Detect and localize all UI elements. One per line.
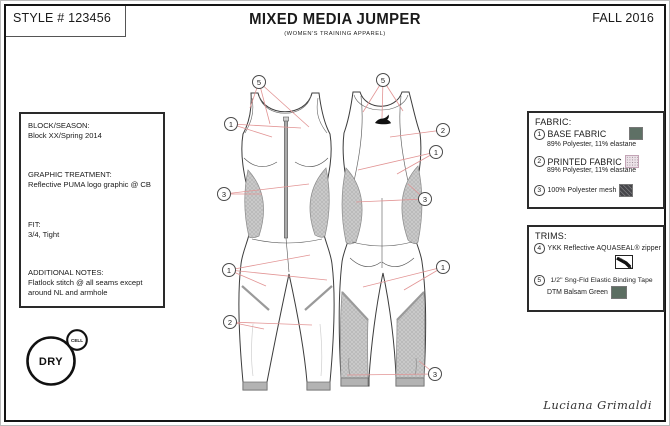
info-body: 3/4, Tight (28, 229, 60, 239)
info-section-graphic-treatment: GRAPHIC TREATMENT: Reflective PUMA logo … (28, 170, 158, 190)
style-number-box: STYLE # 123456 (6, 6, 126, 37)
info-heading: FIT: (28, 220, 41, 229)
page-border-frame: STYLE # 123456 MIXED MEDIA JUMPER (WOMEN… (4, 4, 666, 422)
trim-detail: DTM Balsam Green (547, 289, 608, 296)
page-subtitle: (WOMEN'S TRAINING APPAREL) (284, 31, 386, 37)
svg-text:3: 3 (222, 190, 226, 199)
callout-leader-line (357, 151, 437, 171)
trim-num-5: 5 (534, 275, 545, 286)
info-panel: BLOCK/SEASON: Block XX/Spring 2014 GRAPH… (19, 112, 165, 308)
designer-signature: Luciana Grimaldi (543, 398, 652, 412)
callout-1: 1 (222, 263, 236, 277)
fabric-num-3: 3 (534, 185, 545, 196)
fabric-num-1: 1 (534, 129, 545, 140)
svg-text:1: 1 (441, 263, 445, 272)
fabric-heading: FABRIC: (535, 117, 572, 127)
garment-technical-drawing: 5 1 3 1 2 5 2 1 3 1 3 (217, 73, 450, 391)
front-view (238, 92, 335, 391)
callout-leader-line (230, 123, 273, 138)
back-view (338, 91, 427, 387)
svg-text:1: 1 (434, 148, 438, 157)
svg-text:DRY: DRY (39, 356, 63, 368)
fabric-panel: FABRIC: 1 BASE FABRIC 89% Polyester, 11%… (527, 111, 665, 209)
callout-leader-line (228, 269, 328, 281)
zipper-swatch (615, 255, 633, 269)
callout-layer: 5 1 3 1 2 5 2 1 3 1 3 (217, 73, 450, 381)
svg-text:2: 2 (441, 126, 445, 135)
svg-text:3: 3 (423, 195, 427, 204)
callout-2: 2 (223, 315, 237, 329)
callout-leader-line (346, 373, 436, 376)
header-title-block: MIXED MEDIA JUMPER (WOMEN'S TRAINING APP… (6, 11, 664, 37)
fabric-label: PRINTED FABRIC (547, 156, 622, 167)
fabric-item-base: 1 BASE FABRIC (534, 127, 658, 140)
callout-3: 3 (217, 187, 231, 201)
svg-text:2: 2 (228, 318, 232, 327)
callout-leader-line (229, 321, 313, 326)
trim-item-binding-tape: 5 1/2" Sng-Fld Elastic Binding Tape (534, 275, 658, 286)
info-body: Reflective PUMA logo graphic @ CB (28, 179, 151, 189)
info-section-block-season: BLOCK/SEASON: Block XX/Spring 2014 (28, 121, 158, 141)
callout-leader-line (258, 81, 271, 125)
fabric-label: 100% Polyester mesh (547, 187, 617, 194)
trim-item-zipper: 4 YKK Reflective AQUASEAL® zipper (534, 243, 661, 254)
svg-text:5: 5 (257, 78, 261, 87)
svg-text:1: 1 (227, 266, 231, 275)
callout-leader-line (230, 123, 302, 129)
info-body: Block XX/Spring 2014 (28, 130, 102, 140)
callout-5: 5 (252, 75, 266, 89)
callout-leader-line (362, 266, 444, 288)
trims-panel: TRIMS: 4 YKK Reflective AQUASEAL® zipper… (527, 225, 665, 312)
trims-heading: TRIMS: (535, 231, 567, 241)
callout-2: 2 (436, 123, 450, 137)
balsam-green-swatch (611, 286, 627, 299)
callout-1: 1 (224, 117, 238, 131)
callout-3: 3 (418, 192, 432, 206)
svg-text:1: 1 (229, 120, 233, 129)
callout-5: 5 (376, 73, 390, 87)
mesh-fabric-swatch (619, 184, 634, 197)
fabric-detail: 89% Polyester, 11% elastane (547, 141, 637, 148)
style-number: STYLE # 123456 (13, 11, 112, 25)
page-title: MIXED MEDIA JUMPER (249, 11, 421, 28)
info-body: Flatlock stitch @ all seams except aroun… (28, 277, 143, 297)
svg-text:5: 5 (381, 76, 385, 85)
info-heading: ADDITIONAL NOTES: (28, 268, 104, 277)
info-heading: GRAPHIC TREATMENT: (28, 170, 112, 179)
season-label: FALL 2016 (592, 11, 654, 25)
trim-label: 1/2" Sng-Fld Elastic Binding Tape (550, 276, 653, 284)
base-fabric-swatch (629, 127, 643, 140)
info-heading: BLOCK/SEASON: (28, 121, 90, 130)
callout-leader-line (228, 254, 311, 271)
drycell-logo: DRY CELL (26, 329, 88, 386)
callout-3: 3 (428, 367, 442, 381)
callout-1: 1 (436, 260, 450, 274)
callout-1: 1 (429, 145, 443, 159)
callout-leader-line (258, 81, 310, 128)
fabric-item-printed: 2 PRINTED FABRIC (534, 155, 658, 168)
trim-num-4: 4 (534, 243, 545, 254)
trim-label: YKK Reflective AQUASEAL® zipper (547, 244, 661, 252)
fabric-item-mesh: 3 100% Polyester mesh (534, 184, 658, 197)
svg-text:CELL: CELL (71, 338, 83, 343)
callout-leader-line (389, 129, 444, 138)
info-section-fit: FIT: 3/4, Tight (28, 220, 158, 240)
zipper-icon (616, 256, 632, 269)
callout-leader-line (396, 151, 437, 175)
callout-leader-line (355, 198, 426, 203)
fabric-label: BASE FABRIC (547, 129, 607, 140)
callout-leader-line (403, 266, 444, 291)
puma-logo-icon (375, 114, 391, 125)
info-section-additional-notes: ADDITIONAL NOTES: Flatlock stitch @ all … (28, 268, 158, 298)
svg-text:3: 3 (433, 370, 437, 379)
callout-leader-line (223, 183, 310, 195)
fabric-num-2: 2 (534, 156, 545, 167)
fabric-detail: 89% Polyester, 11% elastane (547, 167, 637, 174)
printed-fabric-swatch (624, 155, 639, 168)
